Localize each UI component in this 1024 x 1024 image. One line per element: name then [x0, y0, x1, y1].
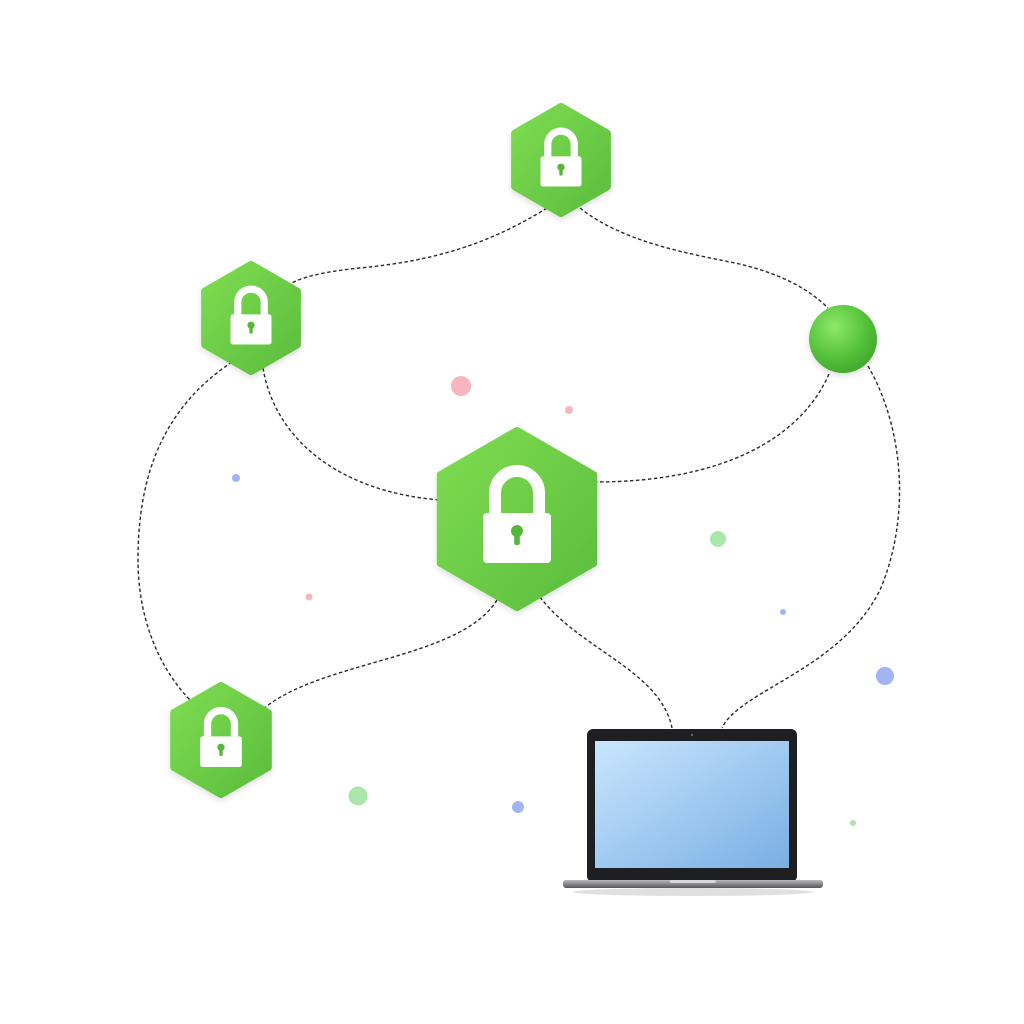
decorative-dot — [232, 474, 240, 482]
decorative-dot — [348, 786, 368, 806]
connector-sphere-right-laptop — [721, 365, 901, 729]
connector-lock-left-lock-center — [262, 367, 441, 501]
node-lock-bottom-left[interactable] — [170, 682, 272, 798]
node-lock-center[interactable] — [436, 427, 598, 611]
node-lock-top[interactable] — [511, 103, 611, 217]
lock-icon — [483, 465, 551, 563]
lock-icon — [230, 285, 272, 345]
laptop-screen — [595, 741, 789, 868]
lock-icon — [200, 706, 242, 767]
decorative-dot — [850, 820, 856, 826]
decorative-dot — [876, 667, 894, 685]
decorative-dot — [512, 801, 524, 813]
decorative-dot — [780, 609, 786, 615]
node-lock-left[interactable] — [201, 261, 301, 375]
decorative-dots — [232, 376, 894, 826]
connector-lock-center-laptop — [539, 596, 673, 729]
connector-lock-top-sphere-right — [579, 207, 829, 309]
connector-sphere-right-lock-center — [594, 373, 830, 483]
decorative-dot — [710, 531, 726, 547]
connector-lock-top-lock-left — [289, 207, 548, 285]
decorative-dot — [565, 406, 573, 414]
nodes — [170, 103, 877, 896]
connections — [137, 207, 901, 729]
decorative-dot — [451, 376, 471, 396]
lock-icon — [540, 127, 582, 187]
laptop-icon — [563, 729, 823, 896]
connector-lock-left-lock-bottom-left — [137, 361, 233, 703]
sphere-icon — [809, 305, 877, 373]
node-sphere-right[interactable] — [809, 305, 877, 373]
node-laptop[interactable] — [563, 729, 823, 896]
connector-lock-center-lock-bottom-left — [261, 599, 498, 711]
decorative-dot — [305, 593, 313, 601]
